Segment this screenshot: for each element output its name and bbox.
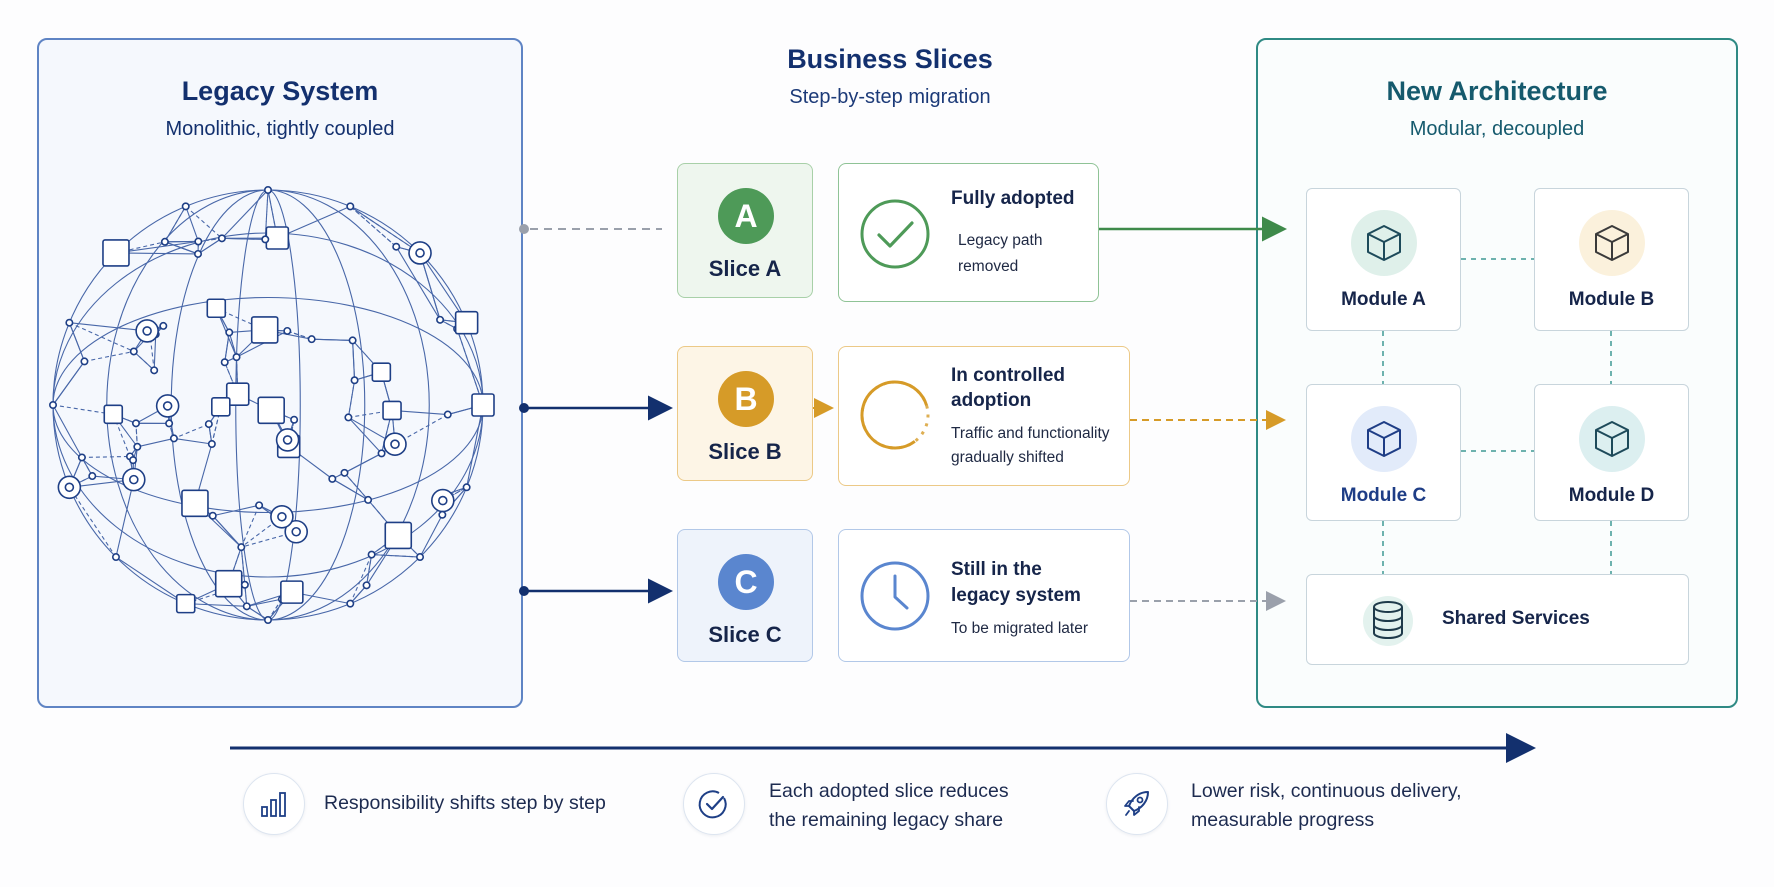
module-b-label: Module B: [1568, 289, 1655, 310]
slices-title: Business Slices: [787, 44, 993, 74]
bar-chart-icon: [261, 792, 286, 817]
status-a-title: Fully adopted: [951, 188, 1075, 209]
check-circle-icon: [698, 790, 727, 819]
legacy-subtitle: Monolithic, tightly coupled: [165, 118, 395, 140]
status-b-title-1: In controlled: [951, 365, 1065, 386]
module-d-card[interactable]: Module D: [1534, 384, 1689, 521]
module-c-card[interactable]: Module C: [1306, 384, 1461, 521]
cube-icon: [1595, 421, 1629, 457]
footer-text-3a: Lower risk, continuous delivery,: [1191, 780, 1462, 802]
status-c-desc: To be migrated later: [951, 620, 1088, 637]
status-b-desc-1: Traffic and functionality: [951, 425, 1110, 442]
slice-b-badge: B: [718, 371, 774, 427]
slice-c-badge: C: [718, 554, 774, 610]
slices-subtitle: Step-by-step migration: [789, 86, 991, 108]
legacy-title: Legacy System: [181, 76, 379, 106]
footer-text-2a: Each adopted slice reduces: [769, 780, 1009, 802]
module-c-label: Module C: [1340, 485, 1427, 506]
cube-icon: [1595, 225, 1629, 261]
slice-c-label: Slice C: [708, 622, 782, 647]
status-a-desc-2: removed: [958, 258, 1019, 275]
status-c-title-2: legacy system: [951, 585, 1081, 606]
slice-a-badge: A: [718, 188, 774, 244]
footer-icon-3: [1106, 773, 1168, 835]
new-arch-title: New Architecture: [1386, 76, 1608, 106]
status-controlled-adoption: In controlled adoption Traffic and funct…: [838, 346, 1130, 486]
shared-services-card[interactable]: Shared Services: [1306, 574, 1689, 665]
footer-icon-2: [683, 773, 745, 835]
footer-text-2b: the remaining legacy share: [769, 809, 1004, 831]
status-a-desc-1: Legacy path: [958, 232, 1043, 249]
status-fully-adopted: Fully adopted Legacy path removed: [838, 163, 1099, 302]
clock-icon: [860, 561, 930, 631]
shared-services-label: Shared Services: [1442, 608, 1590, 629]
footer-icon-1: [243, 773, 305, 835]
slice-a-card[interactable]: A Slice A: [677, 163, 813, 298]
slice-b-card[interactable]: B Slice B: [677, 346, 813, 481]
progress-circle-icon: [860, 380, 930, 450]
status-b-desc-2: gradually shifted: [951, 449, 1064, 466]
legacy-system-panel: Legacy System Monolithic, tightly couple…: [37, 38, 523, 708]
slice-a-label: Slice A: [708, 256, 782, 281]
status-c-title-1: Still in the: [951, 559, 1042, 580]
module-d-label: Module D: [1568, 485, 1655, 506]
status-still-legacy: Still in the legacy system To be migrate…: [838, 529, 1130, 662]
status-b-title-2: adoption: [951, 390, 1032, 411]
cube-icon: [1367, 225, 1401, 261]
database-icon: [1373, 601, 1403, 640]
slice-b-label: Slice B: [708, 439, 782, 464]
module-a-card[interactable]: Module A: [1306, 188, 1461, 331]
module-a-label: Module A: [1341, 289, 1426, 310]
new-arch-subtitle: Modular, decoupled: [1409, 118, 1585, 140]
rocket-icon: [1124, 791, 1149, 816]
check-circle-icon: [860, 199, 930, 269]
module-b-card[interactable]: Module B: [1534, 188, 1689, 331]
footer-text-1: Responsibility shifts step by step: [324, 792, 606, 814]
slice-c-card[interactable]: C Slice C: [677, 529, 813, 662]
cube-icon: [1367, 421, 1401, 457]
footer-text-3b: measurable progress: [1191, 809, 1375, 831]
